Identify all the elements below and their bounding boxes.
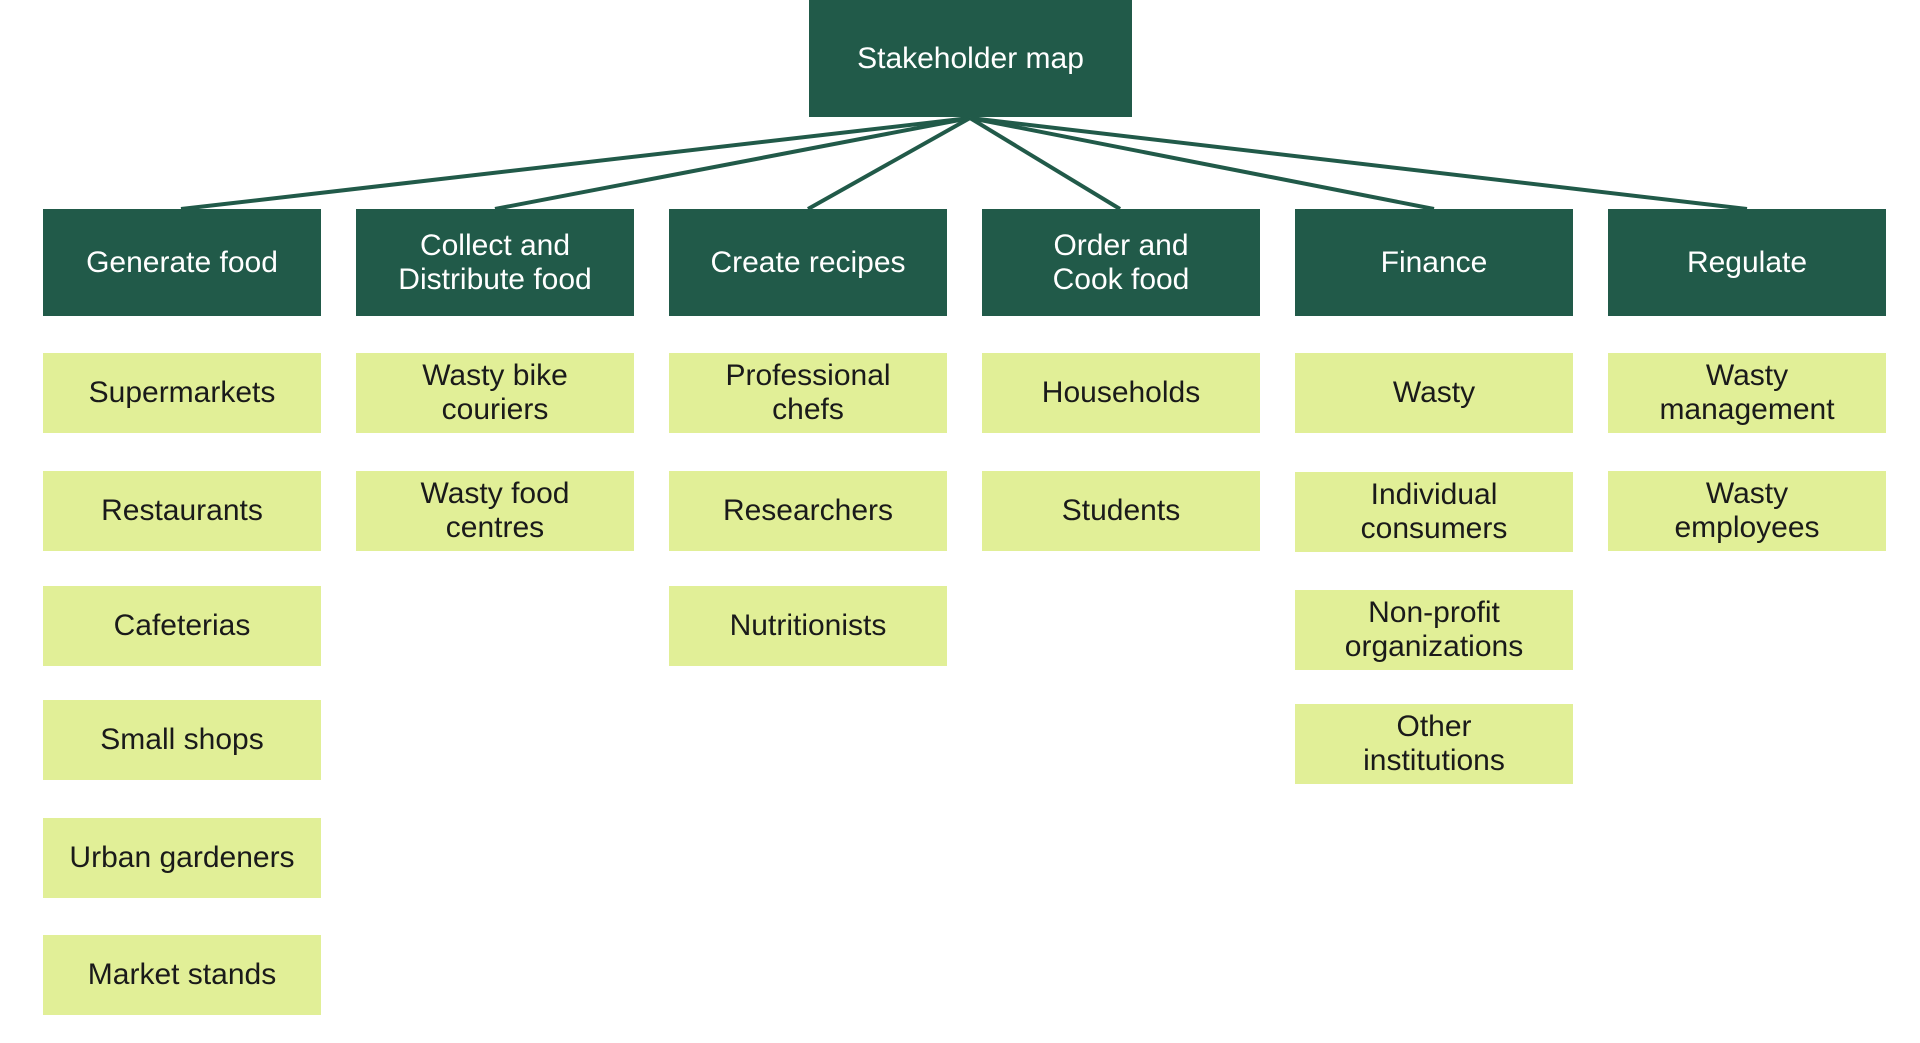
item-households: Households [982, 353, 1260, 433]
item-cafeterias: Cafeterias [43, 586, 321, 666]
item-professional-chefs: Professional chefs [669, 353, 947, 433]
category-create-recipes: Create recipes [669, 209, 947, 316]
category-generate-food: Generate food [43, 209, 321, 316]
item-wasty-food-centres: Wasty food centres [356, 471, 634, 551]
connector-finance [969, 116, 1435, 211]
item-students: Students [982, 471, 1260, 551]
category-finance: Finance [1295, 209, 1573, 316]
item-nutritionists: Nutritionists [669, 586, 947, 666]
item-individual-consumers: Individual consumers [1295, 472, 1573, 552]
item-wasty-bike-couriers: Wasty bike couriers [356, 353, 634, 433]
item-small-shops: Small shops [43, 700, 321, 780]
category-regulate: Regulate [1608, 209, 1886, 316]
connector-order-cook-food [968, 116, 1122, 211]
item-wasty: Wasty [1295, 353, 1573, 433]
item-supermarkets: Supermarkets [43, 353, 321, 433]
item-market-stands: Market stands [43, 935, 321, 1015]
item-non-profit-organizations: Non-profit organizations [1295, 590, 1573, 670]
connector-collect-distribute-food [494, 116, 971, 211]
item-wasty-management: Wasty management [1608, 353, 1886, 433]
item-wasty-employees: Wasty employees [1608, 471, 1886, 551]
category-collect-distribute-food: Collect and Distribute food [356, 209, 634, 316]
item-urban-gardeners: Urban gardeners [43, 818, 321, 898]
connector-regulate [969, 116, 1748, 211]
item-researchers: Researchers [669, 471, 947, 551]
connector-generate-food [180, 116, 971, 211]
category-order-cook-food: Order and Cook food [982, 209, 1260, 316]
root-node-title: Stakeholder map [809, 0, 1132, 117]
item-restaurants: Restaurants [43, 471, 321, 551]
item-other-institutions: Other institutions [1295, 704, 1573, 784]
connector-create-recipes [807, 116, 971, 211]
